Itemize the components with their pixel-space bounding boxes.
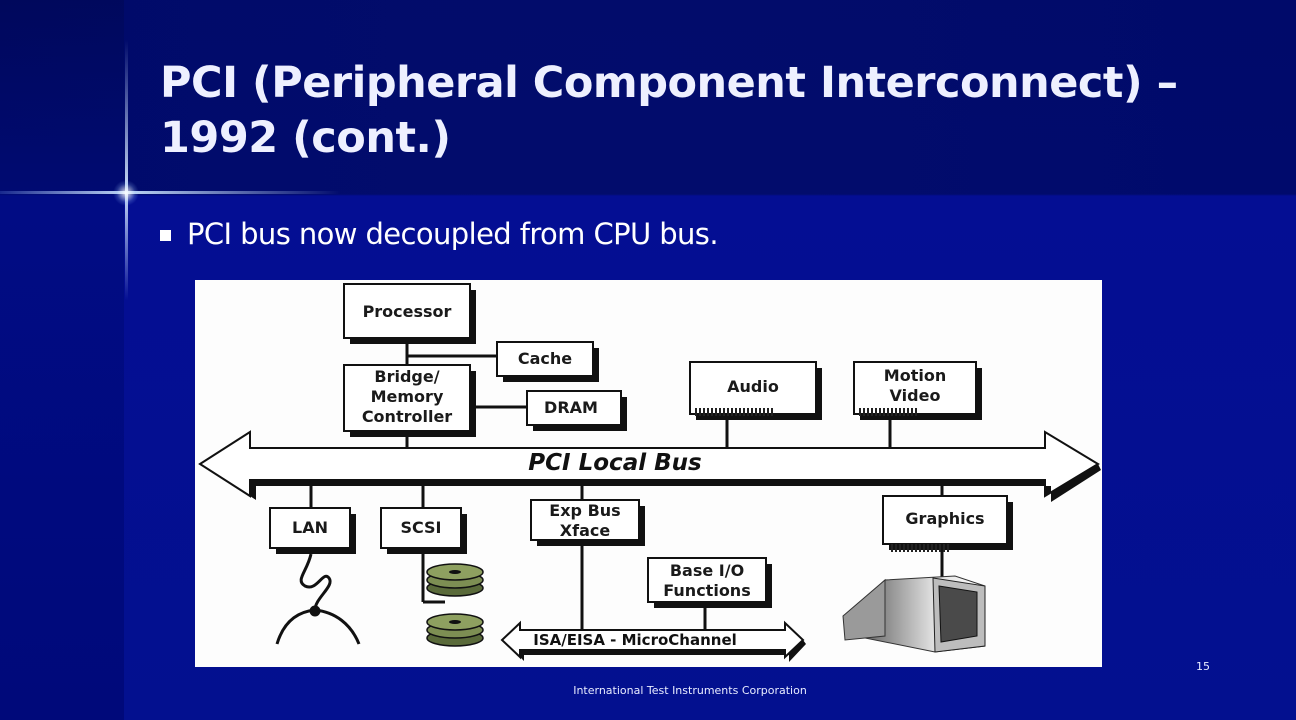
processor-box: Processor: [343, 283, 476, 344]
bullet-text: PCI bus now decoupled from CPU bus.: [187, 217, 719, 251]
pci-local-bus: PCI Local Bus: [198, 430, 1101, 502]
graphics-label: Graphics: [905, 509, 984, 528]
slide-title: PCI (Peripheral Component Interconnect) …: [160, 56, 1240, 166]
lan-box: LAN: [269, 507, 356, 554]
bridge-memory-controller-box: Bridge/ Memory Controller: [343, 364, 476, 437]
graphics-card: Graphics: [882, 495, 1013, 552]
audio-card: Audio: [689, 361, 822, 420]
square-bullet-icon: [160, 229, 171, 241]
motion-video-label-line1: Motion: [884, 366, 946, 385]
disk-drive-icon: [421, 554, 484, 647]
title-band: [0, 0, 1296, 195]
footer-text: International Test Instruments Corporati…: [573, 684, 807, 697]
scsi-box: SCSI: [380, 507, 467, 554]
base-io-label-line1: Base I/O: [670, 561, 744, 580]
exp-bus-xface-box: Exp Bus Xface: [530, 499, 645, 546]
exp-bus-label-line2: Xface: [560, 521, 611, 540]
monitor-icon: [842, 575, 986, 653]
sparkle-icon: [113, 180, 139, 206]
bullet-item: PCI bus now decoupled from CPU bus.: [160, 214, 719, 254]
isa-bus: ISA/EISA - MicroChannel: [500, 620, 806, 662]
page-number: 15: [1196, 660, 1210, 673]
sparkle-horizontal: [0, 191, 340, 194]
pci-architecture-diagram: PCI Local Bus ISA/EISA - MicroChannel Pr…: [195, 280, 1102, 667]
dram-box: DRAM: [526, 390, 627, 431]
connector-lines: [309, 338, 944, 635]
audio-label: Audio: [727, 377, 779, 396]
isa-bus-label: ISA/EISA - MicroChannel: [533, 631, 737, 649]
slide-title-line2: 1992 (cont.): [160, 113, 451, 163]
bridge-label-line2: Memory: [371, 387, 444, 406]
lan-label: LAN: [292, 518, 328, 537]
cache-label: Cache: [518, 349, 572, 368]
exp-bus-label-line1: Exp Bus: [549, 501, 620, 520]
cache-box: Cache: [496, 341, 599, 382]
bridge-label-line3: Controller: [362, 407, 452, 426]
left-decor-band: [0, 0, 124, 720]
bridge-label-line1: Bridge/: [374, 367, 439, 386]
pci-bus-label: PCI Local Bus: [528, 450, 701, 476]
sparkle-vertical: [125, 40, 128, 300]
motion-video-card: Motion Video: [853, 361, 982, 420]
dram-label: DRAM: [544, 398, 598, 417]
slide-title-line1: PCI (Peripheral Component Interconnect) …: [160, 58, 1178, 108]
motion-video-label-line2: Video: [890, 386, 941, 405]
lan-cable-icon: [275, 553, 361, 645]
base-io-label-line2: Functions: [663, 581, 750, 600]
diagram-svg: PCI Local Bus ISA/EISA - MicroChannel Pr…: [198, 283, 1101, 662]
processor-label: Processor: [363, 302, 452, 321]
base-io-functions-box: Base I/O Functions: [647, 557, 772, 608]
scsi-label: SCSI: [400, 518, 441, 537]
